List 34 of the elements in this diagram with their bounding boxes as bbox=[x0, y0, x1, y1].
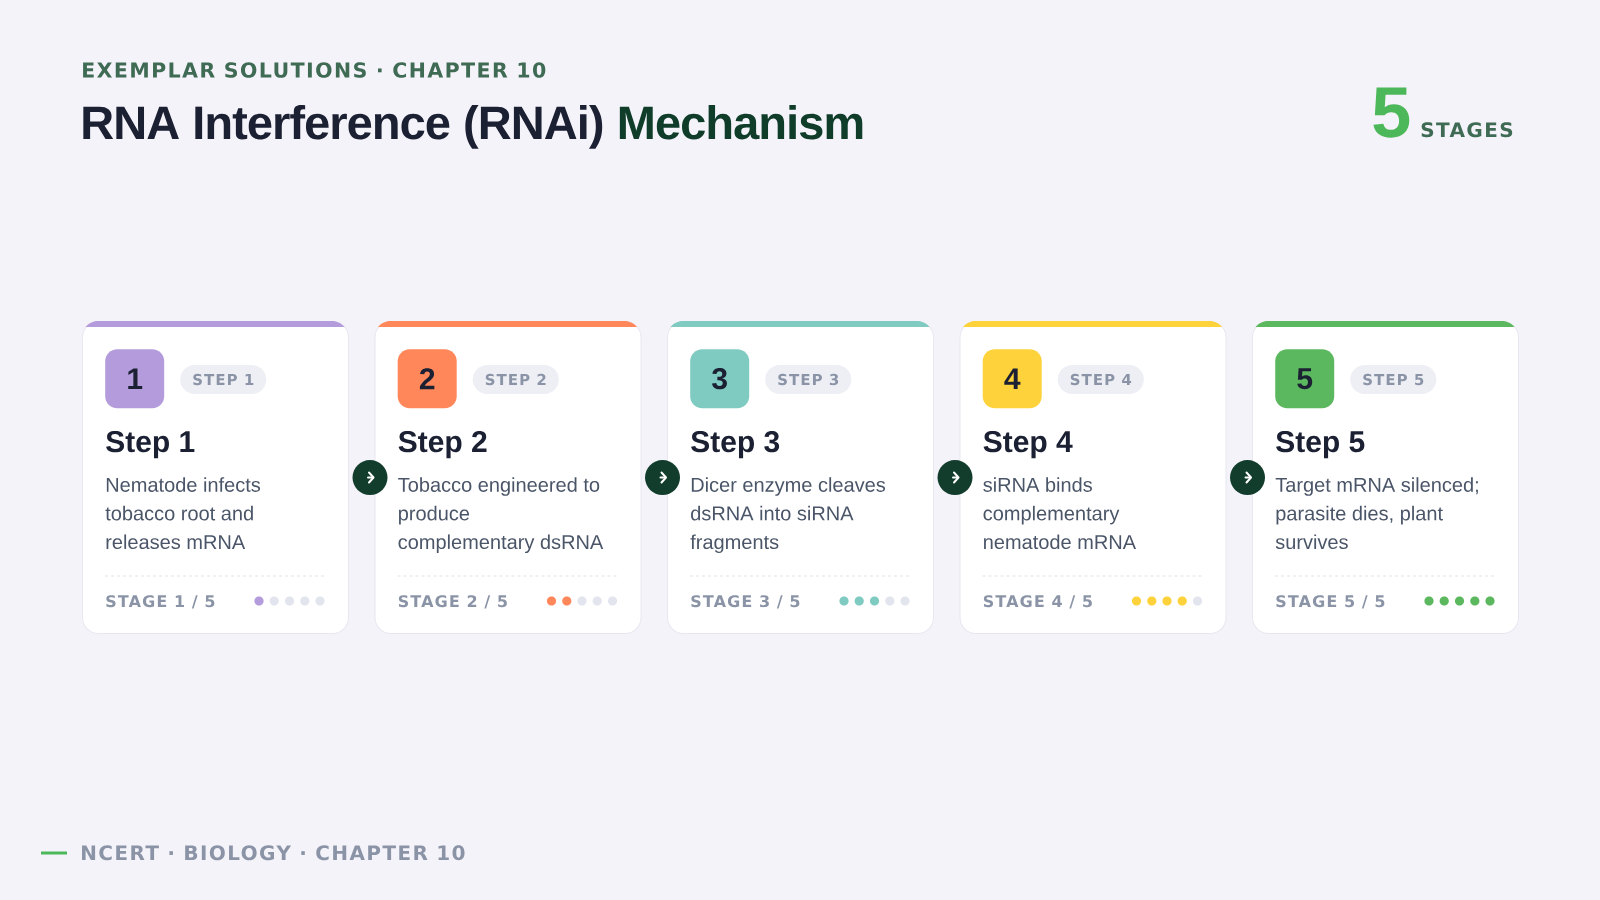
step-description: siRNA binds complementary nematode mRNA bbox=[983, 477, 1137, 550]
footer-label: NCERT · BIOLOGY · CHAPTER 10 bbox=[82, 845, 465, 861]
kicker: EXEMPLAR SOLUTIONS · CHAPTER 10 bbox=[83, 62, 546, 78]
stages-label: STAGES bbox=[1421, 122, 1513, 138]
stage-label: STAGE 3 / 5 bbox=[691, 595, 800, 609]
arrow bbox=[937, 460, 973, 495]
stage-count: 5 bbox=[1373, 87, 1410, 138]
step-heading: Step 5 bbox=[1276, 431, 1365, 459]
step-pill: STEP 1 bbox=[180, 365, 267, 394]
number-badge: 1 bbox=[105, 349, 165, 409]
number-badge: 4 bbox=[982, 349, 1042, 409]
stage-label: STAGE 5 / 5 bbox=[1276, 595, 1385, 609]
number-badge: 3 bbox=[690, 349, 750, 409]
title: RNA Interference (RNAi) Mechanism bbox=[83, 104, 863, 149]
stage-label: STAGE 1 / 5 bbox=[106, 595, 215, 609]
step-heading: Step 3 bbox=[691, 431, 780, 459]
step-heading: Step 2 bbox=[398, 431, 487, 459]
arrow bbox=[1230, 460, 1265, 495]
arrow bbox=[645, 460, 680, 495]
arrow bbox=[352, 460, 388, 495]
step-pill: STEP 2 bbox=[472, 365, 559, 394]
step-pill: STEP 4 bbox=[1057, 365, 1144, 394]
step-pill: STEP 3 bbox=[765, 365, 852, 394]
number-badge: 5 bbox=[1275, 349, 1335, 409]
step-heading: Step 4 bbox=[983, 431, 1073, 459]
stage-label: STAGE 4 / 5 bbox=[983, 595, 1092, 609]
step-description: Target mRNA silenced; parasite dies, plant survives bbox=[1275, 477, 1478, 550]
step-heading: Step 1 bbox=[106, 431, 195, 459]
step-description: Tobacco engineered to produce complementary dsRNA bbox=[398, 477, 604, 554]
step-description: Nematode infects tobacco root and releases mRNA bbox=[105, 477, 261, 550]
number-badge: 2 bbox=[397, 349, 457, 409]
step-description: Dicer enzyme cleaves dsRNA into siRNA fragments bbox=[690, 477, 886, 554]
step-pill: STEP 5 bbox=[1350, 365, 1437, 394]
stage-label: STAGE 2 / 5 bbox=[398, 595, 507, 609]
